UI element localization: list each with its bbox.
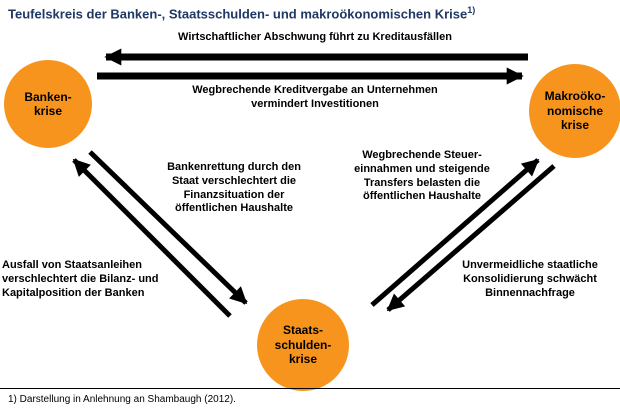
arrow-makro-to-staats [386, 164, 556, 312]
page-title-text: Teufelskreis der Banken-, Staatsschulden… [8, 6, 468, 22]
edge-label-banken-to-staats: Bankenrettung durch den Staat verschlech… [167, 161, 301, 215]
page-title-footnote-marker: 1) [467, 5, 476, 15]
node-makrooekonomische-krise: Makroöko- nomische krise [529, 64, 620, 158]
page-title: Teufelskreis der Banken-, Staatsschulden… [8, 5, 612, 22]
edge-label-staats-to-banken: Ausfall von Staatsanleihen verschlechter… [2, 259, 159, 299]
footnote-divider [0, 388, 620, 389]
edge-label-makro-to-staats: Unvermeidliche staatliche Konsolidierung… [462, 259, 598, 299]
arrow-staats-to-banken [72, 158, 232, 318]
edge-label-staats-to-makro: Wegbrechende Steuer- einnahmen und steig… [354, 149, 490, 203]
node-bankenkrise: Banken- krise [4, 60, 92, 148]
arrow-banken-to-staats [88, 150, 248, 305]
edge-label-banken-to-makro: Wegbrechende Kreditvergabe an Unternehme… [192, 84, 438, 110]
edge-label-makro-to-banken: Wirtschaftlicher Abschwung führt zu Kred… [178, 31, 452, 43]
arrow-staats-to-makro [370, 158, 540, 307]
node-staatsschuldenkrise: Staats- schulden- krise [257, 299, 349, 391]
footnote: 1) Darstellung in Anlehnung an Shambaugh… [8, 394, 236, 405]
